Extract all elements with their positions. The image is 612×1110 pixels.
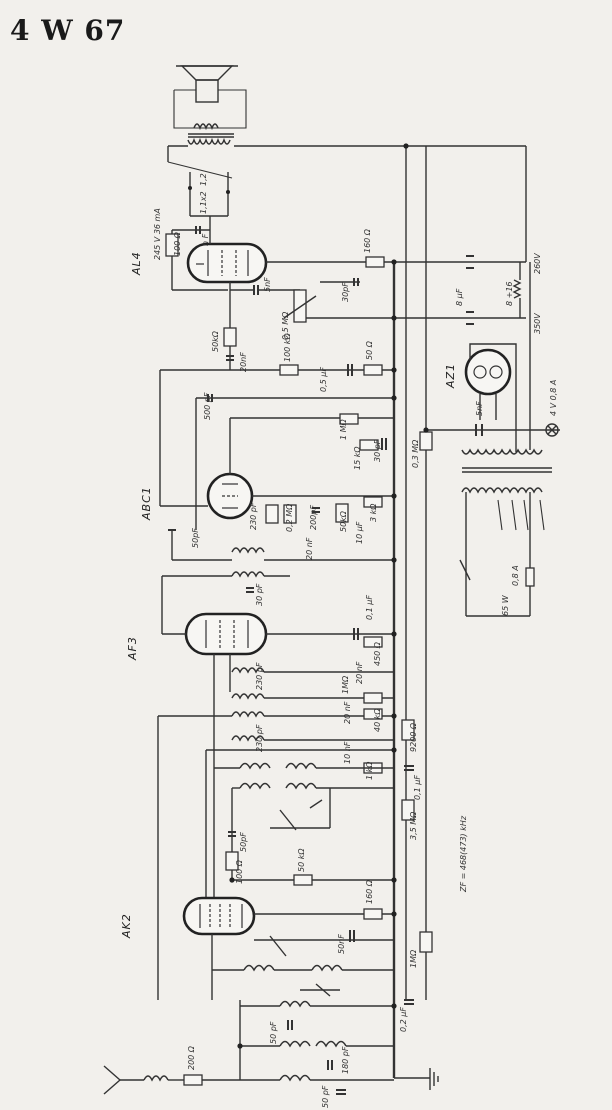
label-r-50k-abc: 50kΩ <box>339 510 348 532</box>
model-title: 4 W 67 <box>10 14 126 47</box>
label-speaker-current: 245 V 36 mA <box>153 208 162 260</box>
tube-al4 <box>186 242 268 284</box>
label-c-20nf-4: 20 nF <box>343 701 352 724</box>
label-c-20nf-2: 20 nF <box>305 537 314 560</box>
input-coils <box>212 964 394 1082</box>
label-c-50pf-ak: 50pF <box>239 832 248 852</box>
label-c-10uf: 10 μF <box>355 521 364 544</box>
tube-label-az1: AZ1 <box>444 363 457 389</box>
voltage-selector: 1,2 1,1x2 <box>167 161 233 217</box>
label-c-0-1uf: 0,1 μF <box>365 595 374 620</box>
label-c-200pf: 200pF <box>309 505 318 530</box>
label-r-50k-al4: 50kΩ <box>211 330 220 352</box>
label-c-5nf: 5nF <box>263 277 272 292</box>
label-c-0-2uf: 0,2 μF <box>399 1007 408 1032</box>
label-c-30pf-2: 30 pF <box>373 439 382 462</box>
label-c-50pf: 50pF <box>191 528 200 548</box>
label-260v: 260V <box>533 253 542 274</box>
label-r-3k: 3 kΩ <box>369 503 378 522</box>
svg-text:1,1x2: 1,1x2 <box>199 191 208 214</box>
label-r-100k: 100 kΩ <box>283 333 292 362</box>
label-c-30pf: 30pF <box>341 282 350 302</box>
antenna-icon: 200 Ω <box>103 1045 240 1095</box>
label-c-20nf: 20nF <box>239 352 248 372</box>
label-r-1m-af: 1MΩ <box>341 675 350 694</box>
tube-label-af3: AF3 <box>126 636 139 661</box>
label-r-50k-ak: 50 kΩ <box>297 848 306 872</box>
label-c-230pf-3: 230 pF <box>255 724 264 752</box>
label-r-100-al4: 100 Ω <box>173 231 182 256</box>
label-r-450: 450 Ω <box>373 641 382 666</box>
label-power: 65 W <box>501 594 510 616</box>
label-r-160: 160 Ω <box>363 228 372 253</box>
tube-ak2 <box>182 896 256 936</box>
label-r-0-3m: 0,3 MΩ <box>411 439 420 468</box>
label-r-50: 50 Ω <box>365 340 374 360</box>
label-r-100-ak: 100 Ω <box>235 859 244 884</box>
label-c-50nf: 50nF <box>337 934 346 954</box>
tube-af3 <box>184 612 268 656</box>
label-c-180pf: 180 pF <box>341 1046 350 1074</box>
label-c-500pf: 500 pF <box>203 392 212 420</box>
power-supply: 8 μF 8 +16 260V 350V AZ1 5nF 4 V 0,8 A <box>426 253 560 617</box>
label-r-15k: 15 kΩ <box>353 446 362 470</box>
label-c-230pf-2: 230 pF <box>255 662 264 690</box>
tube-label-al4: AL4 <box>130 251 143 276</box>
label-c-50pf-2: 50 pF <box>269 1021 278 1044</box>
label-r-1m-ak: 1MΩ <box>409 949 418 968</box>
label-fuse: 0,8 A <box>511 565 520 586</box>
label-r-0-5m: 0,5 MΩ <box>281 311 290 340</box>
label-c-20nf-3: 20 nF <box>355 661 364 684</box>
loudspeaker <box>173 65 247 145</box>
label-r-160-ak: 160 Ω <box>365 879 374 904</box>
label-350v: 350V <box>533 313 542 334</box>
ground-icon <box>394 1068 439 1090</box>
label-c-5nf-2: 5nF <box>475 401 484 416</box>
label-c-8-16: 8 +16 <box>505 281 514 306</box>
label-c-0-1uf-2: 0,1 μF <box>413 775 422 800</box>
label-r-40k: 40 kΩ <box>373 708 382 732</box>
label-c-0-5pf: 0,5 μF <box>319 367 328 392</box>
label-r-1m: 1 MΩ <box>339 418 348 440</box>
label-r-9200: 9200 Ω <box>409 722 418 752</box>
label-r-3-5m: 3,5 MΩ <box>409 811 418 840</box>
label-c-8uf: 8 μF <box>455 288 464 306</box>
label-c-50pf-ant: 50 pF <box>321 1085 330 1108</box>
label-c-30pf-3: 30 pF <box>255 583 264 606</box>
junction-dots <box>229 143 429 1049</box>
tube-abc1 <box>206 472 254 520</box>
label-pilot-lamp: 4 V 0,8 A <box>549 380 558 416</box>
label-c-nf: n F <box>201 233 210 246</box>
label-r-1k: 1 kΩ <box>365 761 374 780</box>
label-c-230pf: 230 pF <box>249 502 258 530</box>
label-zf: ZF = 468(473) kHz <box>459 815 468 893</box>
label-r-0-2m: 0,2 MΩ <box>285 503 294 532</box>
tube-label-ak2: AK2 <box>120 913 133 939</box>
label-r-200: 200 Ω <box>187 1045 196 1070</box>
tube-label-abc1: ABC1 <box>140 486 153 521</box>
svg-text:1,2: 1,2 <box>199 173 208 186</box>
if-transformer-2: 30 pF <box>162 547 394 606</box>
label-c-10nf: 10 nF <box>343 741 352 764</box>
